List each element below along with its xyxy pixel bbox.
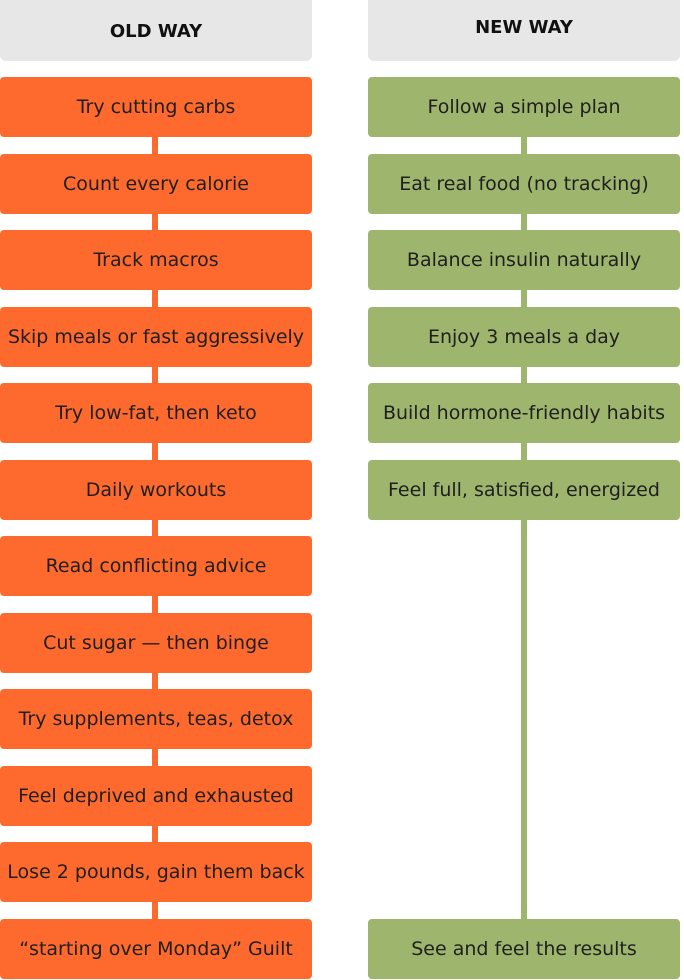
new-way-step-label: Balance insulin naturally [406,249,642,271]
old-way-step-label: Try cutting carbs [76,96,236,118]
new-way-final-step-label: See and feel the results [411,938,637,960]
new-way-header: NEW WAY [368,0,680,61]
old-way-step-label: Read conflicting advice [45,555,267,577]
old-way-step-label: Cut sugar — then binge [43,632,269,654]
old-way-step: Count every calorie [0,154,312,214]
new-way-step-label: Eat real food (no tracking) [399,173,649,195]
old-way-step-label: Try supplements, teas, detox [18,708,294,730]
old-way-connector-line [152,108,158,950]
new-way-step-label: Enjoy 3 meals a day [427,326,621,348]
old-way-step-label: Count every calorie [63,173,249,195]
new-way-step: Build hormone-friendly habits [368,383,680,443]
old-way-step: Skip meals or fast aggressively [0,307,312,367]
new-way-step: Balance insulin naturally [368,230,680,290]
new-way-connector-line [521,108,527,950]
new-way-final-step: See and feel the results [368,919,680,979]
old-way-step-label: Lose 2 pounds, gain them back [7,861,305,883]
old-way-step: Cut sugar — then binge [0,613,312,673]
old-way-step: Try low-fat, then keto [0,383,312,443]
new-way-step-label: Feel full, satisfied, energized [388,479,660,501]
old-way-step-label: Try low-fat, then keto [55,402,257,424]
new-way-step: Eat real food (no tracking) [368,154,680,214]
old-way-step-label: “starting over Monday” Guilt [19,938,293,960]
new-way-step: Enjoy 3 meals a day [368,307,680,367]
old-way-title: OLD WAY [109,21,203,42]
old-way-step: “starting over Monday” Guilt [0,919,312,979]
new-way-step: Follow a simple plan [368,77,680,137]
old-way-header: OLD WAY [0,0,312,61]
new-way-title: NEW WAY [475,17,573,38]
old-way-step: Try supplements, teas, detox [0,689,312,749]
old-way-step-label: Feel deprived and exhausted [18,785,294,807]
old-way-step: Daily workouts [0,460,312,520]
old-way-step-label: Track macros [93,249,219,271]
old-way-step: Try cutting carbs [0,77,312,137]
old-way-step: Read conflicting advice [0,536,312,596]
new-way-step-label: Build hormone-friendly habits [382,402,666,424]
old-way-step: Feel deprived and exhausted [0,766,312,826]
old-way-step-label: Daily workouts [85,479,227,501]
old-way-step-label: Skip meals or fast aggressively [7,326,305,348]
new-way-step-label: Follow a simple plan [427,96,621,118]
new-way-step: Feel full, satisfied, energized [368,460,680,520]
old-way-step: Lose 2 pounds, gain them back [0,842,312,902]
old-way-step: Track macros [0,230,312,290]
